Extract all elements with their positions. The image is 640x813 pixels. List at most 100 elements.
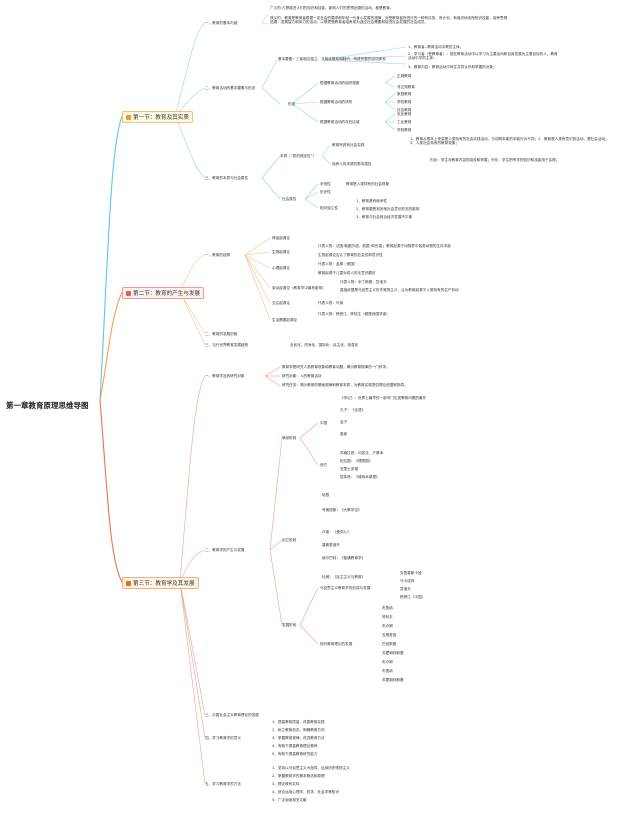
s3-marx-4: 杨贤江（中国） bbox=[400, 595, 426, 599]
s1-form-c: 根据教育活动的存在区域 bbox=[320, 120, 360, 124]
s3-branch-1: 一、教育学及其研究对象 bbox=[205, 374, 245, 378]
s1-social-3: 相对独立性 bbox=[320, 206, 338, 210]
s2-myth: 神话起源论 bbox=[272, 236, 290, 240]
section-1-node[interactable]: 第一节：教育及其实质 bbox=[122, 111, 193, 123]
s3-cn-2: 孔子：《论语》 bbox=[340, 408, 366, 412]
s2-bio: 生物起源论 bbox=[272, 250, 290, 254]
s2-life-txt: 代表人物：杨贤江、陈桂生（都是我国学者） bbox=[318, 312, 390, 316]
s3-branch-2: 二、教育学的产生与发展 bbox=[205, 548, 245, 552]
s3-west-2: 柏拉图：《理想国》 bbox=[340, 459, 373, 463]
s2-labor: 劳动起源论（教育学中最有影响） bbox=[272, 286, 326, 290]
s3-found-6: 杜威：《民主主义与教育》 bbox=[322, 575, 366, 579]
s3-found-2: 夸美纽斯：《大教学论》 bbox=[322, 508, 362, 512]
s1-form-b-2: 学校教育 bbox=[397, 100, 412, 104]
s3-found-4: 裴斯泰洛齐 bbox=[322, 543, 340, 547]
s3-modern-4: 瓦根舍因 bbox=[382, 633, 397, 637]
s1-social-1: 永恒性 bbox=[320, 182, 331, 186]
s3-west: 西方 bbox=[320, 463, 328, 467]
s2-branch-1: 一、教育的起源 bbox=[205, 253, 231, 257]
s3-b1-t3: 研究任务：揭示教育的基础规律和教育本质，为教育实践提供理论依据和指导。 bbox=[282, 383, 408, 387]
s1-form-b: 根据教育活动的场所 bbox=[320, 100, 353, 104]
s3-modern: 现代教育理论的发展 bbox=[320, 642, 353, 646]
s3-b5-1: 1、坚持以马克思主义为指导，运用历史唯物主义 bbox=[272, 766, 350, 770]
section-2-title: 第二节：教育的产生与发展 bbox=[133, 291, 201, 297]
s1-elem-1: 1、教育者--教育活动中教的主体； bbox=[408, 45, 464, 49]
star-icon bbox=[126, 114, 131, 120]
s3-b1-t1: 教育学是研究人类教育现象和教育问题，揭示教育规律的一门科学。 bbox=[282, 365, 390, 369]
s3-found-1: 培根 bbox=[322, 493, 330, 497]
s2-psy-txt2: 教育起源于儿童对成人的无意识模仿 bbox=[318, 271, 376, 275]
s2-bio-txt2: 生物起源论否认了教育的社会性和意识性 bbox=[318, 253, 383, 257]
s3-found-5: 赫尔巴特：《普通教育学》 bbox=[322, 556, 366, 560]
s3-west-3: 亚里士多德 bbox=[340, 467, 358, 471]
s1-elem-2: 2、学习者（受教育者）：指在教育活动中以学习为主要活动和自身发展为主要目标的人，… bbox=[408, 52, 558, 61]
s3-b5-3: 3、理论联系实际 bbox=[272, 782, 300, 786]
s1-branch-2: 二、教育活动的基本要素与形态 bbox=[205, 86, 256, 90]
s1-indep-3: 3、教育与社会政治经济发展不平衡 bbox=[356, 215, 413, 219]
s3-found-3: 卢梭：《爱弥儿》 bbox=[322, 530, 351, 534]
s3-b5-2: 2、掌握教育学的基本概念和原理 bbox=[272, 774, 325, 778]
s2-psy-txt: 代表人物：孟禄（美国） bbox=[318, 262, 358, 266]
star-icon bbox=[126, 290, 131, 296]
section-3-title: 第三节：教育学及其发展 bbox=[133, 581, 195, 587]
s1-form-a: 根据教育活动的组织程度 bbox=[320, 81, 360, 85]
s3-modern-7: 布卢姆 bbox=[382, 660, 393, 664]
s3-found: 创立阶段 bbox=[282, 538, 297, 542]
s3-modern-5: 巴班斯基 bbox=[382, 642, 397, 646]
s1-form-b-3: 社会教育 bbox=[397, 108, 412, 112]
s2-trends: 全民化、终身化、国际化、民主化、信息化 bbox=[290, 343, 359, 347]
section-3-node[interactable]: 第三节：教育学及其发展 bbox=[122, 577, 199, 589]
s1-elements: 基本要素：三者相互独立、又相互联系和制约，构成完整的活动体系 bbox=[278, 57, 386, 61]
s1-nature: 本质（“质的规定性”） bbox=[280, 154, 317, 158]
s1-nature-2: 培养人的本质的根本属性 bbox=[332, 162, 372, 166]
s1-form-c-2: 工业教育 bbox=[397, 120, 412, 124]
s2-bio-txt: 代表人物：法国·勒图尔诺、英国·沛西·能；教育起源于动物界中各类动物的生存本能 bbox=[318, 244, 451, 248]
s1-broad-def: 广义的:凡是增进人们的知识和技能、影响人们的思想品德的活动，都是教育。 bbox=[270, 6, 394, 10]
s3-branch-3: 三、中国社会主义教育理论的发展 bbox=[205, 713, 259, 717]
s3-modern-2: 赞科夫 bbox=[382, 615, 393, 619]
s1-branch-1: 一、教育的基本内涵 bbox=[205, 21, 238, 25]
s1-elem-3: 3、教育内容：教育活动中师生共同认识和掌握的对象； bbox=[408, 65, 497, 69]
s3-b4-5: 5、有助于提高教育研究能力 bbox=[272, 752, 318, 756]
s1-form-a-1: 正规教育 bbox=[397, 74, 412, 78]
s3-branch-4: 四、学习教育学的意义 bbox=[205, 736, 241, 740]
section-1-title: 第一节：教育及其实质 bbox=[133, 115, 189, 121]
s1-social: 社会属性 bbox=[282, 197, 297, 201]
s3-west-4: 昆体良：《雄辩术原理》 bbox=[340, 475, 380, 479]
s3-b5-5: 5、广泛阅读相关文献 bbox=[272, 798, 307, 802]
s2-life: 生活需要起源论 bbox=[272, 318, 298, 322]
s1-form-b-1: 家庭教育 bbox=[397, 92, 412, 96]
s2-need-txt: 代表人物：叶澜 bbox=[318, 301, 344, 305]
s3-marx-1: 克鲁普斯卡娅 bbox=[400, 571, 422, 575]
s1-form-c-3: 学校教育 bbox=[397, 128, 412, 132]
s1-nature-1-txt: 1、教育从根本上来讲是人类特有的社会实践活动，与动物本能的本能行为不同；2、教育… bbox=[410, 137, 609, 146]
s2-branch-3: 三、当代世界教育发展趋势 bbox=[205, 343, 249, 347]
mindmap-root: 第一章教育原理思维导图 bbox=[6, 401, 89, 410]
s3-b1-t2: 研究对象：人的教育活动 bbox=[282, 374, 322, 378]
s3-modern-3: 布卢姆 bbox=[382, 624, 393, 628]
s3-modern-8: 布鲁纳 bbox=[382, 669, 393, 673]
s1-form-a-2: 非正规教育 bbox=[397, 85, 415, 89]
s3-modern-9: 苏霍姆林斯基 bbox=[382, 678, 404, 682]
s1-social-2: 历史性 bbox=[320, 190, 331, 194]
s2-psy: 心理起源论 bbox=[272, 266, 290, 270]
s1-eternal: 教育是人类特有的社会现象 bbox=[346, 182, 390, 186]
s3-modern-1: 布鲁纳 bbox=[382, 606, 393, 610]
s1-indep-1: 1、教育具有继承性 bbox=[356, 199, 388, 203]
s1-nature-2-txt: 内化：学生对教育内容的吸收和掌握；外化：学生把所学的知识和技能用于实践； bbox=[430, 158, 560, 162]
s3-cn: 中国 bbox=[320, 421, 328, 425]
s1-indep-2: 2、教育要受到其他社会意识形态的影响 bbox=[356, 207, 420, 211]
s1-form-c-1: 农业教育 bbox=[397, 112, 412, 116]
s3-cn-1: 《学记》：世界上最早的一部专门论述教育问题的著作 bbox=[340, 396, 427, 400]
s1-nature-1: 教育所具有社会实践 bbox=[332, 143, 365, 147]
s3-germ: 萌芽阶段 bbox=[282, 436, 297, 440]
s1-narrow-def: 狭义的：教育是教育者根据一定社会的要求和年轻一代身心发展的规律，对受教育者所进行… bbox=[270, 16, 508, 25]
s3-marx-2: 马卡连柯 bbox=[400, 579, 415, 583]
section-2-node[interactable]: 第二节：教育的产生与发展 bbox=[122, 287, 205, 299]
s1-form: 形态 bbox=[288, 102, 296, 106]
s3-cn-4: 墨家 bbox=[340, 432, 348, 436]
s2-branch-2: 二、教育的发展历程 bbox=[205, 332, 238, 336]
s2-labor-txt2: 直接依据是马克思主义历史唯物主义，认为教育起源于人类特有的生产劳动 bbox=[340, 288, 459, 292]
s3-marx-3: 凯洛夫 bbox=[400, 587, 411, 591]
